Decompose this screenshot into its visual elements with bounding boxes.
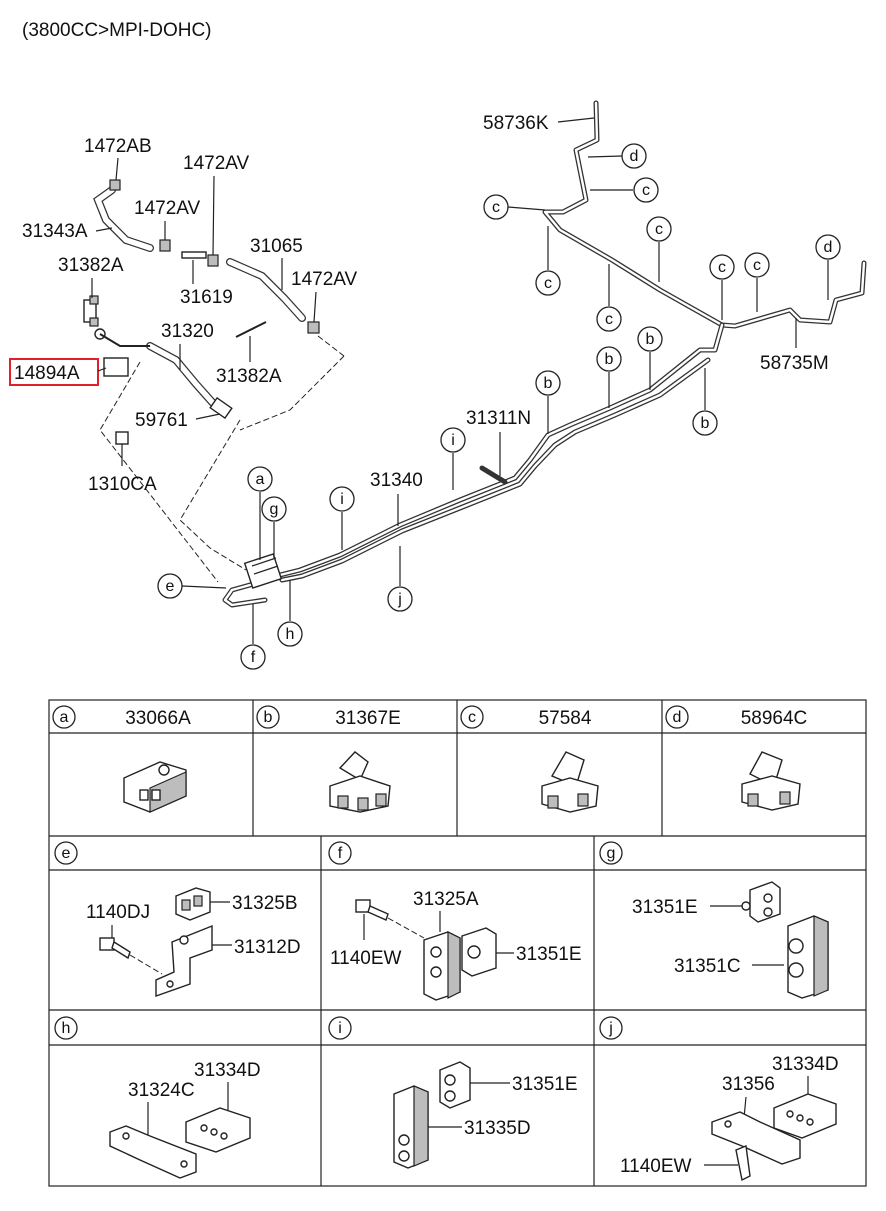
label-1310CA: 1310CA bbox=[88, 474, 157, 495]
callout-c-4: c bbox=[655, 221, 663, 238]
callout-a: a bbox=[256, 471, 265, 488]
label-31343A: 31343A bbox=[22, 221, 88, 242]
f-label-31351E: 31351E bbox=[516, 944, 582, 965]
label-58736K: 58736K bbox=[483, 113, 549, 134]
f-label-1140EW: 1140EW bbox=[330, 948, 402, 969]
callout-b-3: b bbox=[544, 375, 553, 392]
g-label-31351E: 31351E bbox=[632, 897, 698, 918]
table-d-part: 58964C bbox=[741, 708, 808, 729]
cell-h: 31334D 31324C bbox=[109, 1060, 261, 1179]
g-label-31351C: 31351C bbox=[674, 956, 741, 977]
callout-c-7: c bbox=[753, 257, 761, 274]
engine-note: (3800CC>MPI-DOHC) bbox=[22, 20, 212, 41]
letter-callouts: d c c c c c c c d b bbox=[157, 143, 841, 670]
label-14894A: 14894A bbox=[14, 363, 80, 384]
e-label-31312D: 31312D bbox=[234, 937, 301, 958]
table-row3-headers: h i j bbox=[54, 1016, 623, 1040]
routing-lines bbox=[99, 335, 345, 583]
j-label-31334D: 31334D bbox=[772, 1054, 839, 1075]
label-1472AV-left: 1472AV bbox=[134, 198, 201, 219]
callout-b-4: b bbox=[701, 415, 710, 432]
clip-31367E-drawing bbox=[329, 751, 391, 813]
callout-c-1: c bbox=[642, 182, 650, 199]
h-label-31324C: 31324C bbox=[128, 1080, 195, 1101]
table-e-letter: e bbox=[62, 845, 71, 862]
callout-c-2: c bbox=[492, 199, 500, 216]
table-row1-headers: a 33066A b 31367E c 57584 d 58964C bbox=[52, 705, 808, 729]
e-label-31325B: 31325B bbox=[232, 893, 298, 914]
callout-g: g bbox=[270, 501, 279, 518]
callout-b-2: b bbox=[605, 351, 614, 368]
j-label-1140EW: 1140EW bbox=[620, 1156, 692, 1177]
callout-d-2: d bbox=[824, 239, 833, 256]
label-31340: 31340 bbox=[370, 470, 423, 491]
callout-e: e bbox=[166, 578, 175, 595]
label-1472AV-top: 1472AV bbox=[183, 153, 250, 174]
clip-57584-drawing bbox=[541, 751, 599, 813]
e-label-1140DJ: 1140DJ bbox=[86, 902, 150, 923]
label-31382A-left: 31382A bbox=[58, 255, 124, 276]
table-f-letter: f bbox=[338, 845, 343, 862]
cell-i: 31351E 31335D bbox=[393, 1061, 578, 1169]
callout-f: f bbox=[251, 649, 256, 666]
callout-i-1: i bbox=[451, 432, 455, 449]
label-1472AB: 1472AB bbox=[84, 136, 152, 157]
label-1472AV-right: 1472AV bbox=[291, 269, 358, 290]
callout-i-2: i bbox=[340, 491, 344, 508]
table-g-letter: g bbox=[607, 845, 616, 862]
callout-j: j bbox=[397, 591, 402, 608]
table-b-part: 31367E bbox=[335, 708, 401, 729]
table-h-letter: h bbox=[62, 1020, 71, 1037]
h-label-31334D: 31334D bbox=[194, 1060, 261, 1081]
table-b-letter: b bbox=[264, 709, 273, 726]
callout-d-1: d bbox=[630, 148, 639, 165]
clip-33066A-drawing bbox=[123, 761, 187, 813]
callout-c-5: c bbox=[605, 311, 613, 328]
callout-b-1: b bbox=[646, 331, 655, 348]
table-i-letter: i bbox=[338, 1020, 342, 1037]
table-a-letter: a bbox=[60, 709, 69, 726]
cell-g: 31351E 31351C bbox=[632, 881, 829, 999]
cell-e: 1140DJ 31325B 31312D bbox=[86, 887, 301, 997]
part-labels: 58736K 1472AB 1472AV 1472AV 31343A 31065… bbox=[9, 113, 829, 526]
j-label-31356: 31356 bbox=[722, 1074, 775, 1095]
callout-h: h bbox=[286, 626, 295, 643]
label-31320: 31320 bbox=[161, 321, 214, 342]
label-59761: 59761 bbox=[135, 410, 188, 431]
callout-c-3: c bbox=[544, 275, 552, 292]
table-c-part: 57584 bbox=[539, 708, 592, 729]
label-31311N: 31311N bbox=[466, 408, 531, 429]
hose-assembly bbox=[83, 179, 320, 445]
i-label-31351E: 31351E bbox=[512, 1074, 578, 1095]
callout-c-6: c bbox=[718, 259, 726, 276]
cell-j: 31334D 31356 1140EW bbox=[620, 1054, 839, 1182]
table-row2-headers: e f g bbox=[54, 841, 623, 865]
table-a-part: 33066A bbox=[125, 708, 191, 729]
highlight-14894A bbox=[9, 358, 99, 386]
detail-table bbox=[48, 699, 867, 1187]
table-c-letter: c bbox=[468, 709, 476, 726]
table-d-letter: d bbox=[673, 709, 682, 726]
f-label-31325A: 31325A bbox=[413, 889, 479, 910]
label-31382A-right: 31382A bbox=[216, 366, 282, 387]
clip-58964C-drawing bbox=[741, 751, 801, 811]
i-label-31335D: 31335D bbox=[464, 1118, 531, 1139]
cell-f: 31325A 1140EW 31351E bbox=[330, 889, 582, 1001]
label-58735M: 58735M bbox=[760, 353, 829, 374]
label-31619: 31619 bbox=[180, 287, 233, 308]
label-31065: 31065 bbox=[250, 236, 303, 257]
table-j-letter: j bbox=[608, 1020, 613, 1037]
